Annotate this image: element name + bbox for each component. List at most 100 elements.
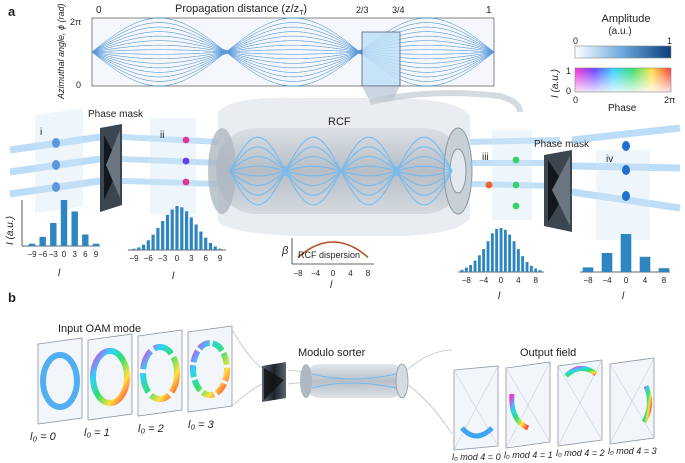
output-mode-0: l₀ mod 4 = 0 xyxy=(452,452,501,462)
hist2-tick-3: 0 xyxy=(175,254,180,263)
hist2-bar-10 xyxy=(180,207,184,250)
phase-xlabel: Phase xyxy=(608,103,637,114)
z-tick-1: 1 xyxy=(486,5,492,16)
phase-xtick-0: 0 xyxy=(573,95,578,105)
hist3-tick-3: 4 xyxy=(516,276,521,285)
stage-label-iv: iv xyxy=(606,154,613,165)
hist3-bar-14 xyxy=(521,256,525,272)
hist3-tick-2: 0 xyxy=(499,276,504,285)
hist2-bar-2 xyxy=(142,244,146,250)
hist3-bar-4 xyxy=(477,255,481,272)
hist3-bar-7 xyxy=(490,233,494,272)
hist2-bar-11 xyxy=(185,211,189,250)
hist3-bar-9 xyxy=(499,228,503,272)
phase-mask-left: Phase mask xyxy=(88,109,144,212)
hist4-xlabel: l xyxy=(622,291,625,302)
hist4-bar-1 xyxy=(601,253,613,272)
hist1-tick-6: 9 xyxy=(94,250,99,259)
phase-colormap: I (a.u.) 1 0 0 2π Phase xyxy=(550,66,675,114)
hist2-bar-0 xyxy=(132,248,136,250)
stage-label-iii: iii xyxy=(482,152,489,163)
hist3-bar-3 xyxy=(473,260,477,272)
input-beams: i xyxy=(9,108,101,214)
hist2-xlabel: l xyxy=(172,271,175,282)
hist3-bar-8 xyxy=(495,228,499,272)
dispersion-xlabel: l xyxy=(330,280,333,291)
phase-mask-left-label: Phase mask xyxy=(88,109,144,120)
hist2-tick-4: 3 xyxy=(189,254,194,263)
hist2-bar-6 xyxy=(161,221,165,250)
rcf-fiber: RCF xyxy=(208,90,523,237)
highlight-window xyxy=(361,31,401,87)
hist1-tick-1: −6 xyxy=(38,250,48,259)
hist4-tick-2: 0 xyxy=(624,276,629,285)
dispersion-tick-2: 0 xyxy=(331,269,336,278)
hist3-tick-0: −8 xyxy=(462,276,472,285)
colorbar-title: Amplitude xyxy=(602,13,651,25)
z-tick-2-3: 2/3 xyxy=(356,5,369,15)
hist1-tick-2: −3 xyxy=(49,250,59,259)
hist3-bar-10 xyxy=(503,229,507,272)
input-oam-title: Input OAM mode xyxy=(58,323,141,335)
hist3-tick-1: −4 xyxy=(479,276,489,285)
hist3-bar-6 xyxy=(486,241,490,272)
hist3-bar-2 xyxy=(469,265,473,272)
hist3-bar-0 xyxy=(460,269,464,272)
input-mode-0: l₀ = 0 xyxy=(30,431,57,443)
panel-a-label: a xyxy=(8,4,16,19)
propagation-map: Propagation distance (z/zT) 0 2/3 3/4 1 … xyxy=(56,3,495,102)
phase-mask-right: Phase mask xyxy=(534,139,590,232)
hist1-ylabel: I (a.u.) xyxy=(5,216,16,245)
input-mode-3: l₀ = 3 xyxy=(188,419,215,431)
sorter-title: Modulo sorter xyxy=(298,347,366,359)
dispersion-curve xyxy=(297,241,369,259)
hist4-tick-0: −8 xyxy=(583,276,593,285)
amplitude-colorbar: Amplitude (a.u.) 0 1 xyxy=(573,13,672,59)
hist1-bar-2 xyxy=(50,223,57,246)
colorbar-tick-0: 0 xyxy=(573,36,578,46)
dispersion-tick-4: 8 xyxy=(366,269,371,278)
hist2-bar-1 xyxy=(137,247,141,250)
hist1-bar-1 xyxy=(39,236,46,246)
rcf-label: RCF xyxy=(328,116,351,128)
hist4-bar-3 xyxy=(639,256,651,272)
input-mode-1: l₀ = 1 xyxy=(84,427,110,439)
hist3-bar-1 xyxy=(464,267,468,272)
hist2-bar-17 xyxy=(213,246,217,250)
hist1-bar-0 xyxy=(28,243,36,246)
output-mode-1: l₀ mod 4 = 1 xyxy=(504,450,553,460)
dispersion-title: RCF dispersion xyxy=(298,250,360,260)
output-panel-3 xyxy=(609,357,655,445)
hist2-bar-7 xyxy=(165,214,170,250)
beams-stage-iii: iii xyxy=(469,130,561,220)
ring-l2 xyxy=(140,344,180,402)
hist2-tick-0: −9 xyxy=(129,254,139,263)
dispersion-tick-3: 4 xyxy=(348,269,353,278)
output-panels xyxy=(453,357,655,451)
hist2-bar-16 xyxy=(208,243,213,250)
hist3-tick-4: 8 xyxy=(533,276,538,285)
hist4-tick-4: 8 xyxy=(662,276,667,285)
output-beams: iv xyxy=(571,124,681,240)
hist2-tick-2: −3 xyxy=(158,254,168,263)
hist4-bar-4 xyxy=(658,268,670,272)
output-panel-2 xyxy=(557,359,603,447)
stage-label-ii: ii xyxy=(160,130,164,141)
hist2-bar-5 xyxy=(156,228,160,250)
hist1-tick-0: −9 xyxy=(27,250,37,259)
hist1-bar-6 xyxy=(92,243,100,246)
output-field-title: Output field xyxy=(520,347,576,359)
y-tick-2pi: 2π xyxy=(70,17,81,27)
colorbar-unit: (a.u.) xyxy=(608,26,631,37)
hist2-bar-8 xyxy=(170,209,174,250)
hist2-tick-5: 6 xyxy=(203,254,208,263)
phase-ylabel: I (a.u.) xyxy=(550,69,561,98)
hist3-bar-11 xyxy=(508,234,512,272)
hist4-tick-3: 4 xyxy=(643,276,648,285)
